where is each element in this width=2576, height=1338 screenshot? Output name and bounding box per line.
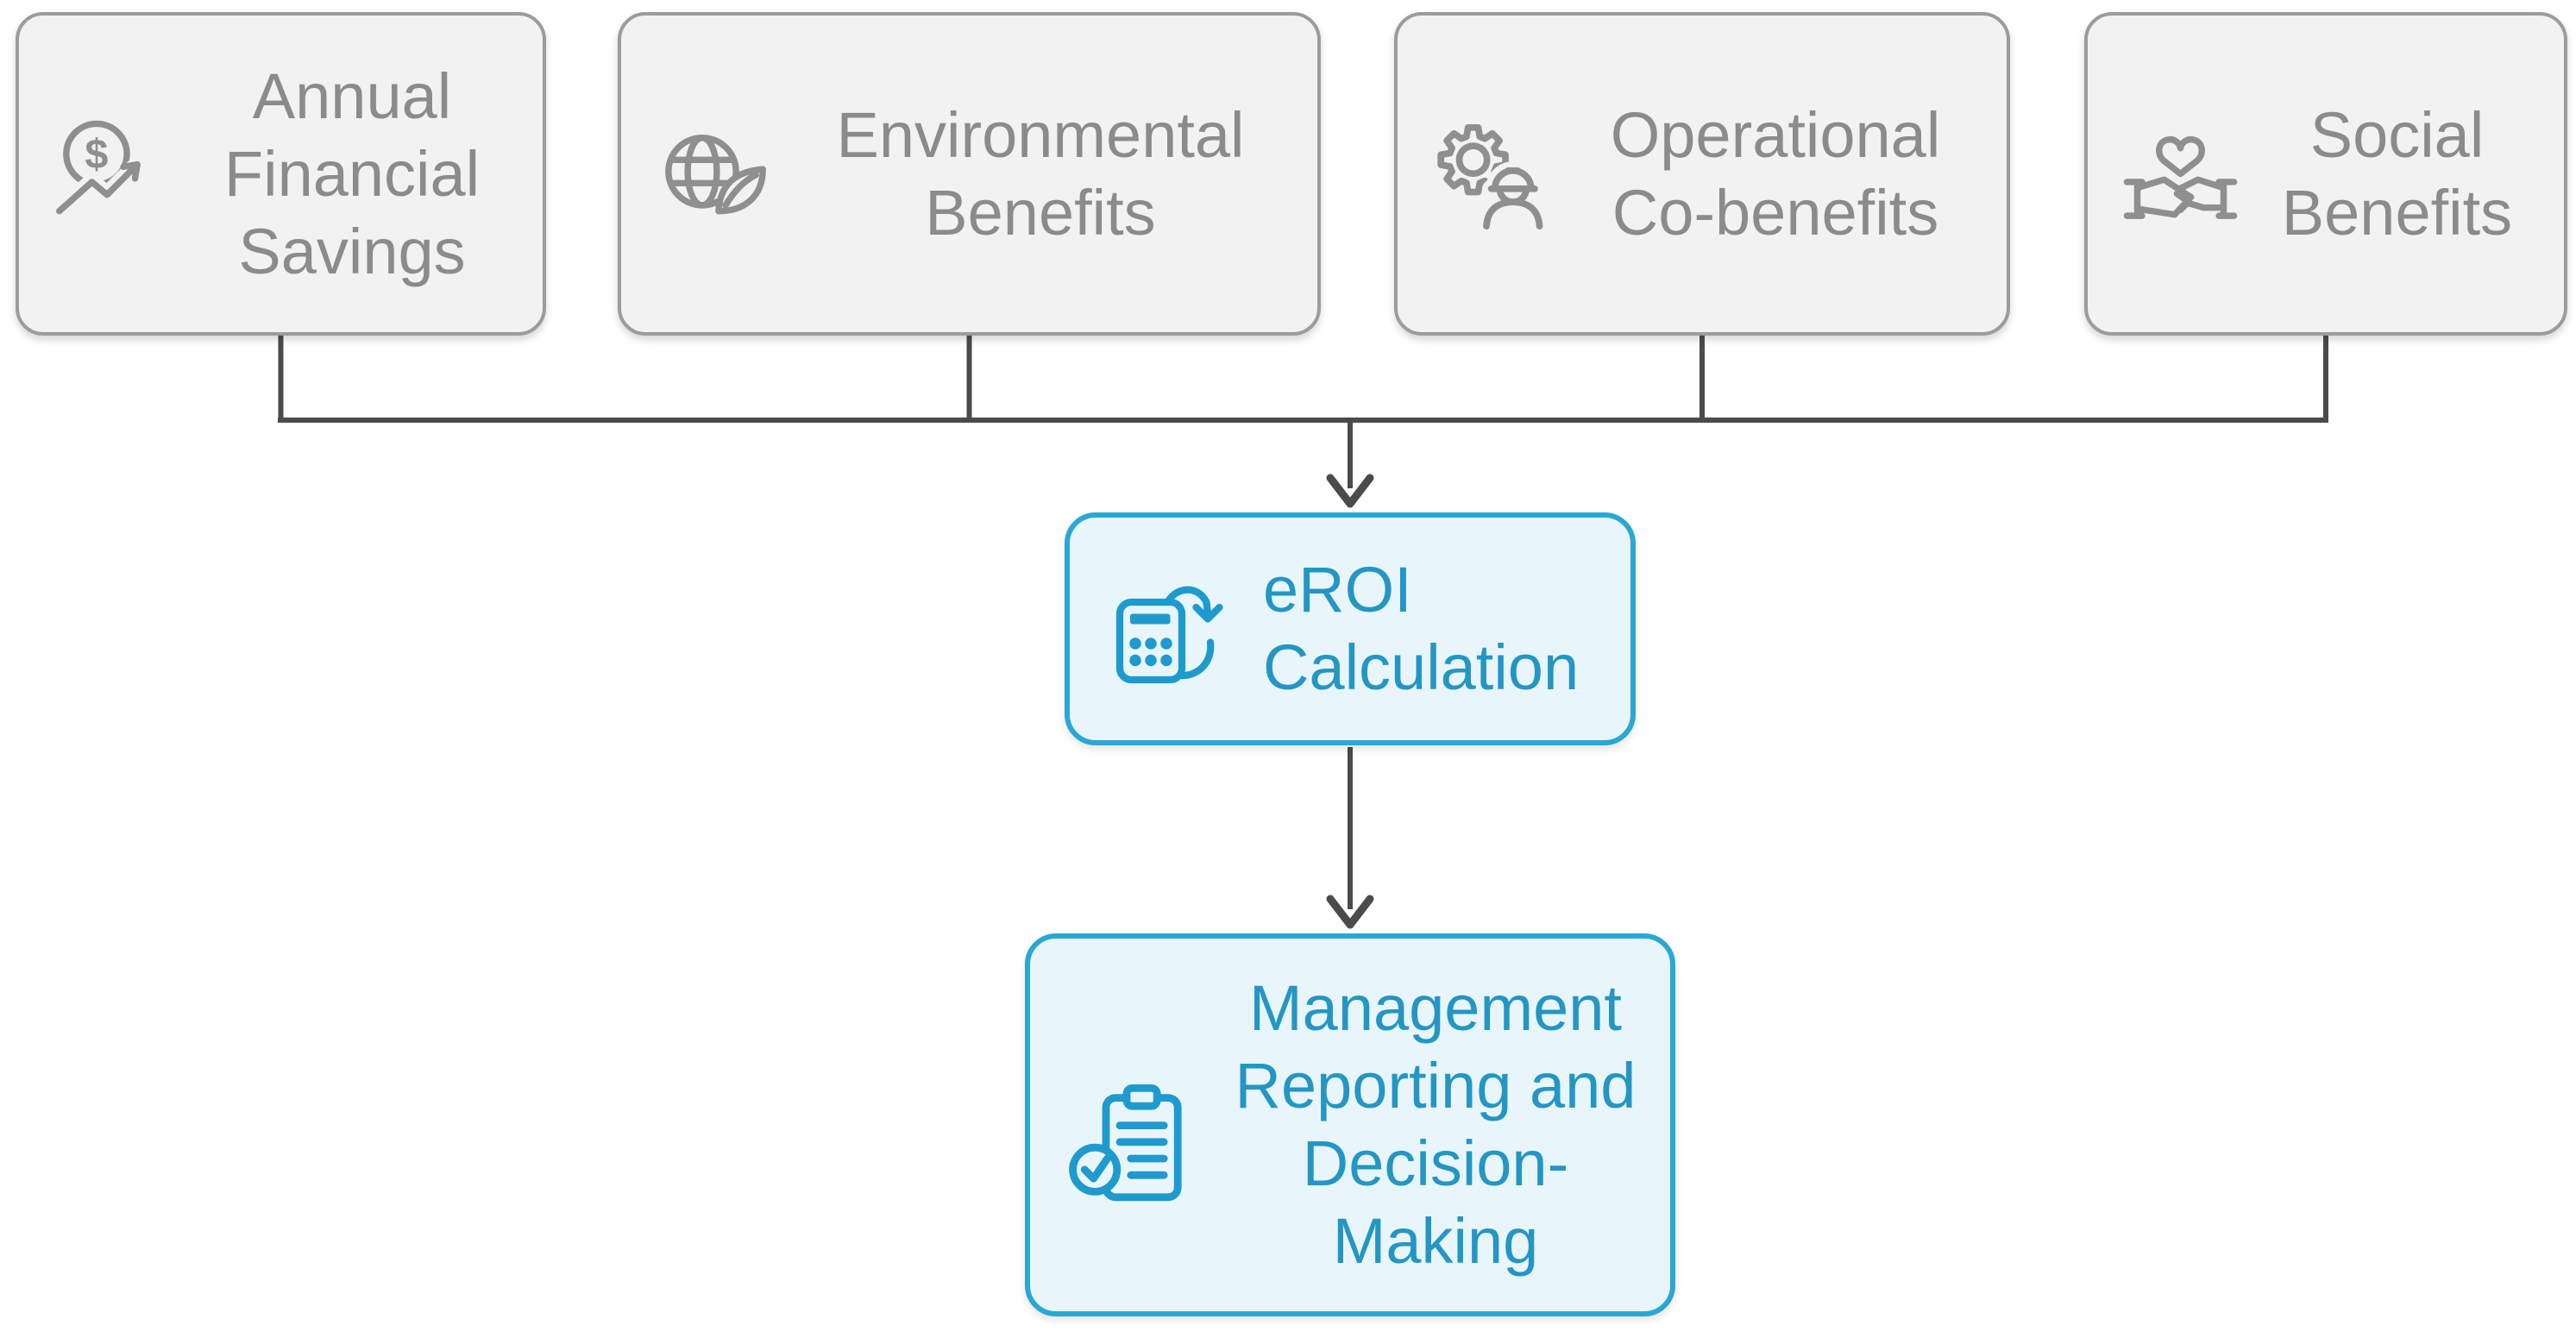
node-label: Operational Co-benefits	[1610, 98, 1941, 248]
node-label: Social Benefits	[2281, 98, 2513, 248]
dollar-growth-icon: $	[53, 120, 145, 220]
svg-text:$: $	[85, 131, 108, 178]
node-label: eROI Calculation	[1263, 554, 1580, 703]
node-social-benefits: Social Benefits	[2084, 12, 2567, 336]
calculator-refresh-icon	[1115, 586, 1223, 684]
node-label: Environmental Benefits	[836, 98, 1245, 248]
arrow-to-reporting-head	[1326, 895, 1374, 929]
node-label: Management Reporting and Decision-Making	[1235, 972, 1637, 1277]
handshake-heart-icon	[2123, 135, 2238, 219]
arrow-to-eroi-head	[1326, 474, 1374, 508]
node-operational-co-benefits: Operational Co-benefits	[1394, 12, 2010, 336]
node-label: Annual Financial Savings	[223, 60, 481, 287]
node-management-reporting: Management Reporting and Decision-Making	[1025, 933, 1675, 1316]
node-annual-financial-savings: $ Annual Financial Savings	[16, 12, 546, 336]
connector-tree	[278, 336, 2328, 423]
globe-leaf-icon	[665, 134, 766, 215]
gear-worker-icon	[1437, 123, 1549, 235]
clipboard-check-icon	[1069, 1084, 1182, 1202]
node-eroi-calculation: eROI Calculation	[1065, 512, 1636, 745]
node-environmental-benefits: Environmental Benefits	[618, 12, 1321, 336]
